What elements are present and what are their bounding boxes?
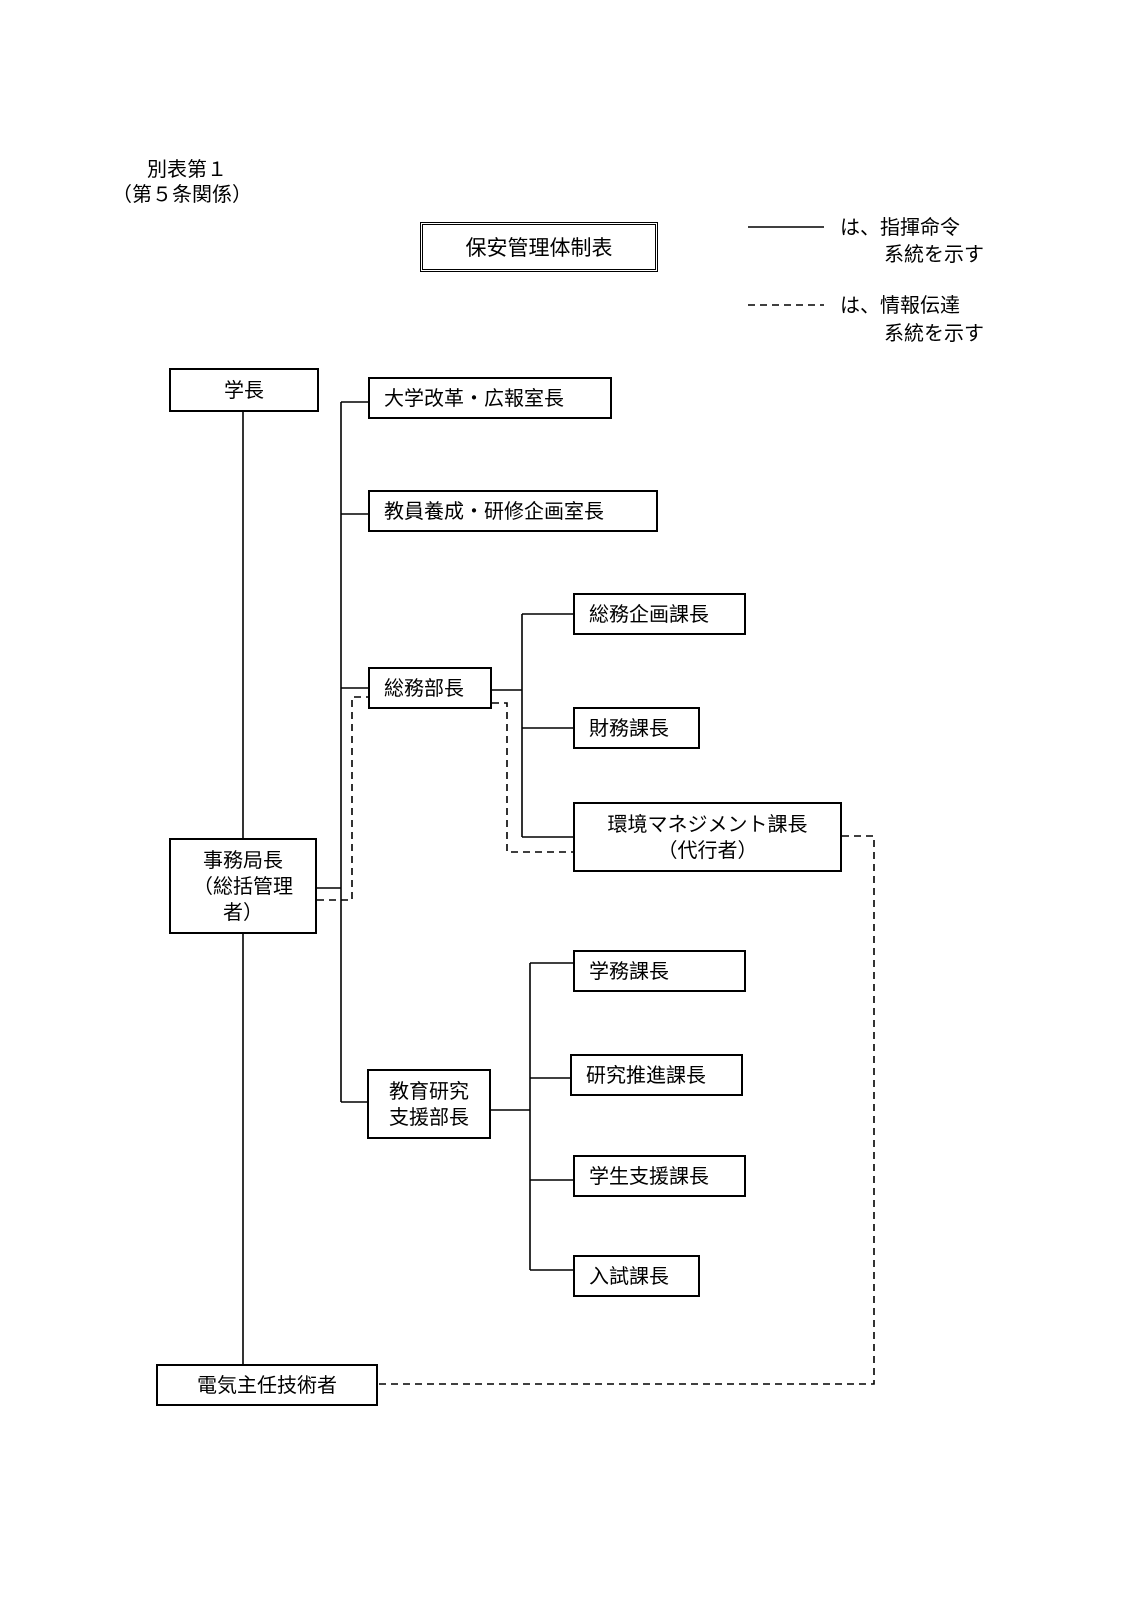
node-env-mgmt-chief: 環境マネジメント課長 （代行者） (573, 802, 842, 872)
legend-solid-text-2: 系統を示す (884, 242, 984, 266)
node-edu-research-head: 教育研究 支援部長 (367, 1069, 491, 1139)
node-research-chief: 研究推進課長 (570, 1054, 743, 1096)
node-admissions-chief: 入試課長 (573, 1255, 700, 1297)
node-president: 学長 (169, 368, 319, 412)
secretary-general-role-1: （総括管理 (193, 874, 293, 898)
legend-dashed-text-1: は、情報伝達 (840, 293, 960, 317)
node-planning-chief: 総務企画課長 (573, 593, 746, 635)
node-finance-chief: 財務課長 (573, 707, 700, 749)
node-teacher-training-office: 教員養成・研修企画室長 (368, 490, 658, 532)
node-general-affairs-head: 総務部長 (368, 667, 492, 709)
secretary-general-label: 事務局長 (203, 848, 283, 872)
node-chief-electrical-engineer: 電気主任技術者 (156, 1364, 378, 1406)
legend-solid-text-1: は、指揮命令 (840, 215, 960, 239)
legend-dashed-text-2: 系統を示す (884, 321, 984, 345)
article-reference: （第５条関係） (112, 182, 252, 206)
env-mgmt-chief-label: 環境マネジメント課長 (607, 812, 808, 836)
edu-research-head-line-1: 教育研究 (389, 1079, 469, 1103)
edu-research-head-line-2: 支援部長 (389, 1105, 469, 1129)
node-student-support-chief: 学生支援課長 (573, 1155, 746, 1197)
node-reform-pr-office: 大学改革・広報室長 (368, 377, 612, 419)
env-mgmt-deputy-label: （代行者） (657, 838, 758, 862)
chart-title: 保安管理体制表 (420, 222, 658, 272)
node-academic-affairs-chief: 学務課長 (573, 950, 746, 992)
secretary-general-role-2: 者） (223, 900, 263, 924)
table-number: 別表第１ (147, 157, 227, 181)
node-secretary-general: 事務局長 （総括管理 者） (169, 838, 317, 934)
